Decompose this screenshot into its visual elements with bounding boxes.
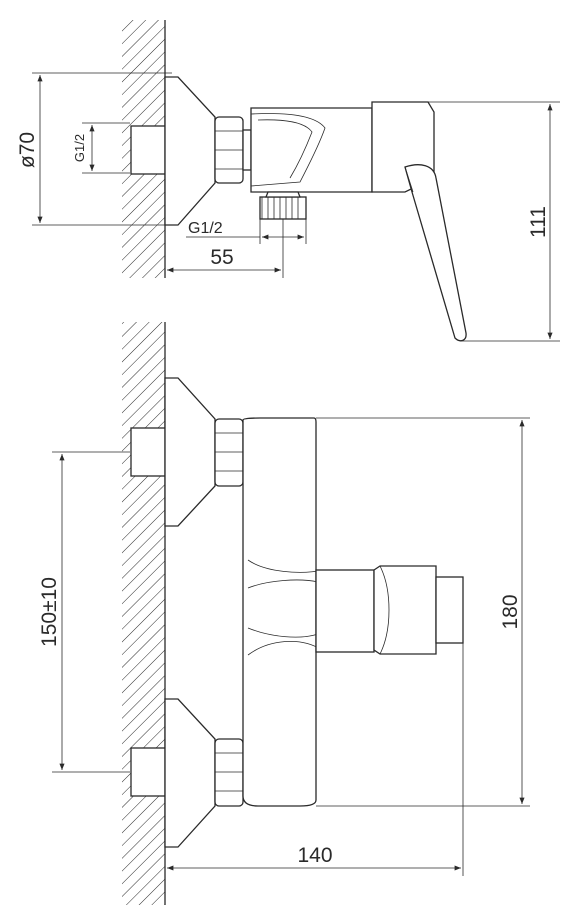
upper-escutcheon [164,377,216,527]
mixer-body-top [250,107,373,193]
lower-escutcheon [164,698,216,848]
outlet-thread-top [259,196,307,220]
connector-top [242,129,252,171]
wall-hatch-front [122,322,165,905]
dim-55: 55 [210,246,233,269]
dim-thread-outlet: G1/2 [188,220,223,237]
lower-inlet-pipe [130,747,166,797]
dim-140: 140 [297,844,332,867]
upper-hex-nut [214,418,244,487]
cartridge [373,565,437,655]
escutcheon-top [164,76,216,226]
dim-180: 180 [499,594,522,629]
dim-111: 111 [527,206,550,238]
dim-thread-inlet: G1/2 [72,134,87,162]
lower-hex-nut [214,738,244,807]
dim-diameter-70: ø70 [16,132,39,168]
cartridge-housing [315,569,375,653]
top-view: ø70 G1/2 G1/2 55 111 [16,20,560,342]
cartridge-cap [435,576,464,644]
lever-handle-top [404,164,467,342]
upper-inlet-pipe [130,427,166,477]
inlet-pipe-top [130,125,166,175]
front-view: 150±10 180 140 [38,322,530,905]
mixer-body-front [242,417,317,807]
dim-150-pm-10: 150±10 [38,577,61,647]
